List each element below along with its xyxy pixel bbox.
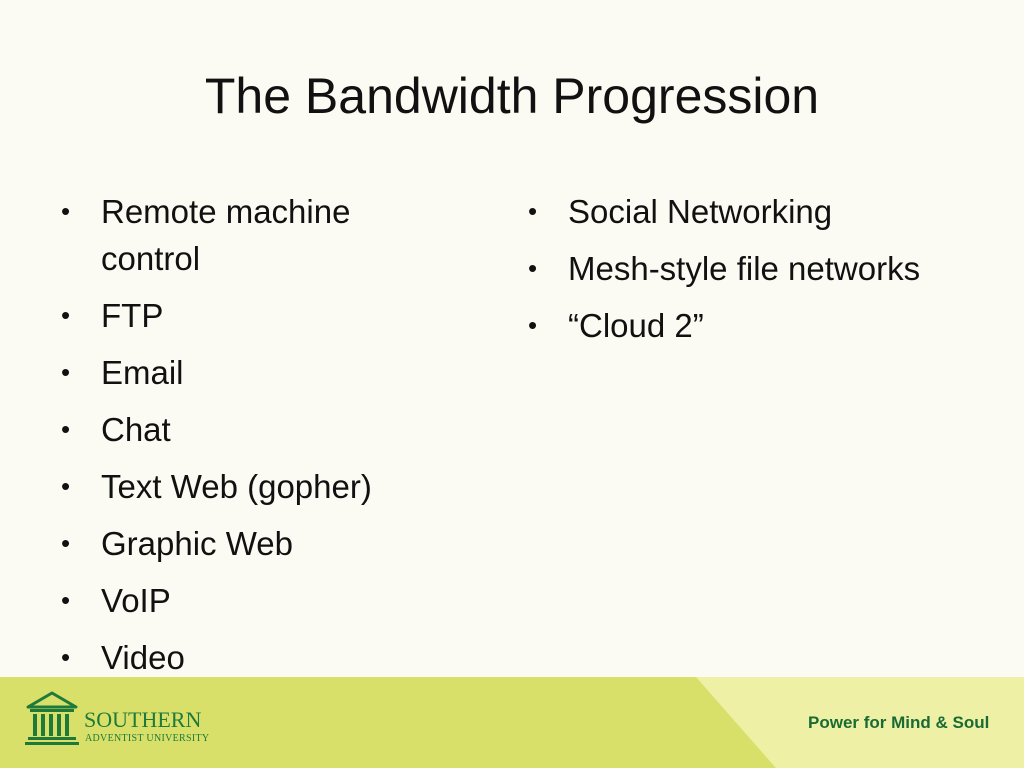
logo-subtitle: ADVENTIST UNIVERSITY bbox=[85, 733, 210, 744]
bullet-icon: • bbox=[61, 642, 71, 672]
building-columns-icon bbox=[25, 691, 79, 745]
university-logo: SOUTHERN ADVENTIST UNIVERSITY bbox=[24, 691, 244, 751]
bullet-icon: • bbox=[61, 528, 71, 558]
bullet-icon: • bbox=[61, 471, 71, 501]
list-item: • Social Networking bbox=[524, 188, 944, 235]
tagline: Power for Mind & Soul bbox=[808, 713, 990, 732]
bullet-icon: • bbox=[61, 300, 71, 330]
bullet-text: Chat bbox=[101, 411, 171, 448]
bullet-text: Video bbox=[101, 639, 185, 676]
bullet-text: Mesh-style file networks bbox=[568, 250, 921, 287]
bullet-text: VoIP bbox=[101, 582, 171, 619]
bullet-icon: • bbox=[61, 414, 71, 444]
list-item: • Remote machine control bbox=[57, 188, 457, 282]
bullet-icon: • bbox=[528, 253, 538, 283]
left-bullet-list: • Remote machine control • FTP • Email • Cha… bbox=[57, 188, 457, 691]
bullet-icon: • bbox=[528, 310, 538, 340]
bullet-text: “Cloud 2” bbox=[568, 307, 704, 344]
logo-name: SOUTHERN bbox=[84, 707, 202, 732]
list-item: • Video bbox=[57, 634, 457, 681]
footer-bar: SOUTHERN ADVENTIST UNIVERSITY Power for … bbox=[0, 677, 1024, 768]
bullet-text: Social Networking bbox=[568, 193, 833, 230]
bullet-text: Email bbox=[101, 354, 184, 391]
bullet-icon: • bbox=[61, 196, 71, 226]
list-item: • Text Web (gopher) bbox=[57, 463, 457, 510]
list-item: • Graphic Web bbox=[57, 520, 457, 567]
bullet-text: Remote machine control bbox=[101, 193, 351, 277]
list-item: • Chat bbox=[57, 406, 457, 453]
bullet-text: Graphic Web bbox=[101, 525, 293, 562]
right-bullet-list: • Social Networking • Mesh-style file netw… bbox=[524, 188, 944, 359]
list-item: • FTP bbox=[57, 292, 457, 339]
list-item: • Email bbox=[57, 349, 457, 396]
list-item: • Mesh-style file networks bbox=[524, 245, 944, 292]
bullet-icon: • bbox=[61, 585, 71, 615]
list-item: • “Cloud 2” bbox=[524, 302, 944, 349]
bullet-icon: • bbox=[61, 357, 71, 387]
bullet-text: Text Web (gopher) bbox=[101, 468, 372, 505]
list-item: • VoIP bbox=[57, 577, 457, 624]
bullet-text: FTP bbox=[101, 297, 164, 334]
slide-title: The Bandwidth Progression bbox=[204, 68, 820, 124]
bullet-icon: • bbox=[528, 196, 538, 226]
